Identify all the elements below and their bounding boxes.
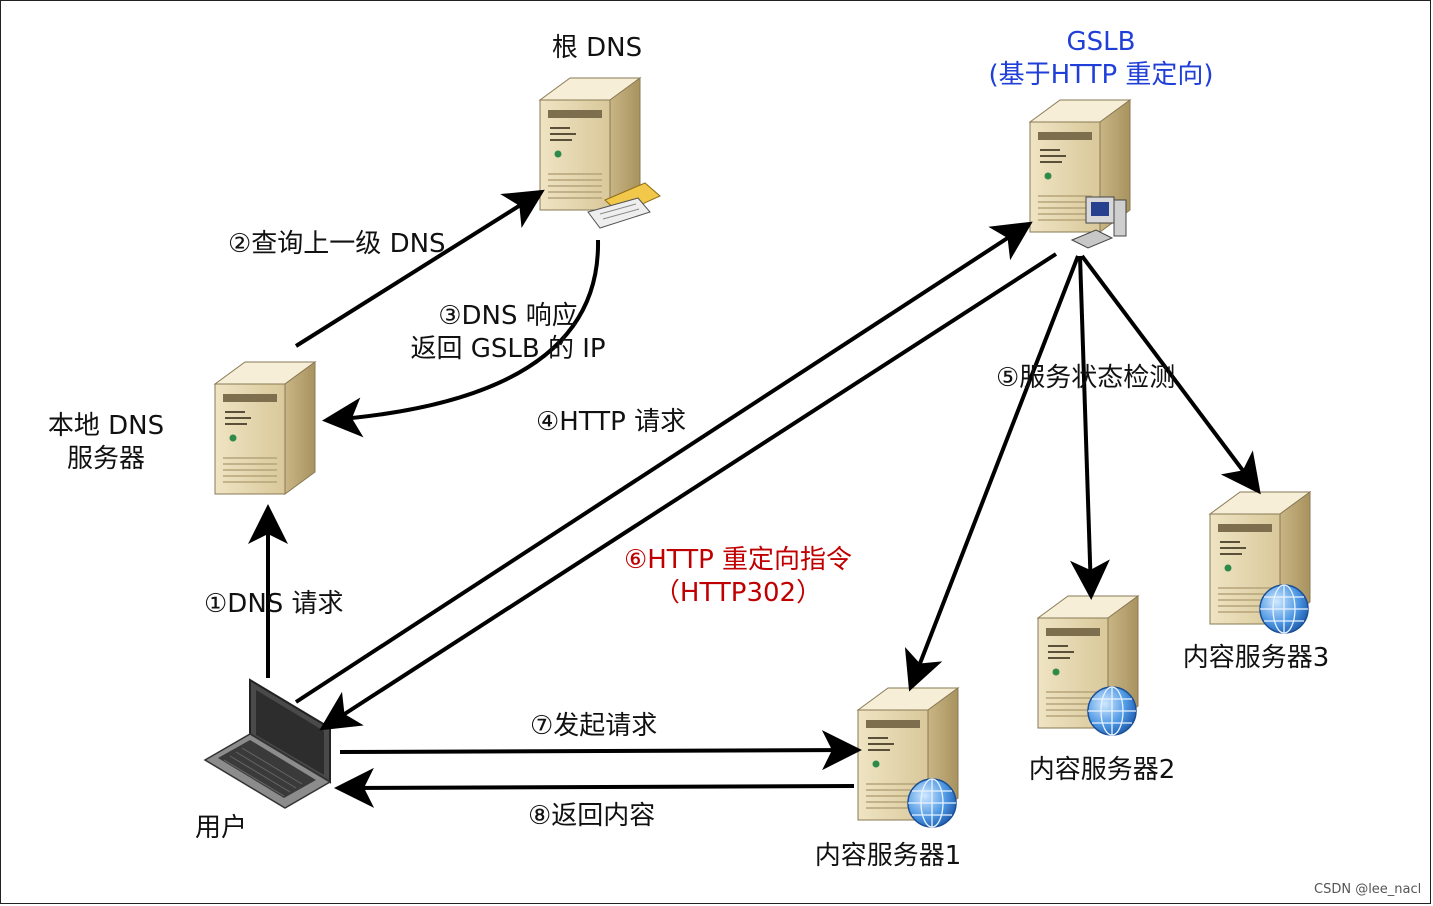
step-1-label: ①DNS 请求: [204, 589, 344, 619]
root-dns-server-icon: [539, 77, 641, 211]
step-7-label: ⑦发起请求: [530, 711, 658, 741]
arrow-http-redirect: [319, 252, 1058, 731]
content-server-2-label: 内容服务器2: [1028, 755, 1176, 785]
arrow-initiate-request: [339, 730, 862, 771]
root-dns-label: 根 DNS: [551, 33, 643, 63]
arrow-health-check-1: [904, 255, 1080, 692]
step-6-label: ⑥HTTP 重定向指令 （HTTP302）: [624, 544, 852, 609]
globe-icon: [907, 778, 957, 828]
workstation-icon: [1070, 196, 1127, 249]
gslb-label-line1: GSLB: [1066, 27, 1136, 57]
step-5-label: ⑤服务状态检测: [996, 363, 1176, 393]
local-dns-label-line1: 本地 DNS: [47, 411, 165, 441]
step-8-label: ⑧返回内容: [528, 801, 656, 831]
step-3-label: ③DNS 响应 返回 GSLB 的 IP: [410, 300, 605, 365]
step-2-label: ②查询上一级 DNS: [228, 229, 446, 259]
local-dns-label-line2: 服务器: [66, 443, 145, 474]
watermark: CSDN @lee_nacl: [1314, 882, 1422, 897]
fax-tray-icon: [587, 182, 661, 229]
local-dns-label: 本地 DNS 服务器: [48, 410, 164, 475]
arrow-dns-response: [322, 239, 601, 438]
user-label: 用户: [195, 813, 248, 843]
step-6-label-line1: ⑥HTTP 重定向指令: [623, 545, 853, 575]
globe-icon: [1087, 686, 1137, 736]
gslb-label: GSLB (基于HTTP 重定向): [988, 26, 1213, 91]
laptop-icon: [203, 678, 332, 809]
content-server-3-label: 内容服务器3: [1182, 643, 1330, 673]
gslb-label-line2: (基于HTTP 重定向): [988, 59, 1214, 90]
arrow-health-check-3: [1080, 254, 1261, 495]
content-server-1-label: 内容服务器1: [814, 841, 962, 871]
arrow-query-root: [294, 189, 545, 348]
arrow-return-content: [334, 767, 855, 808]
globe-icon: [1259, 584, 1309, 634]
local-dns-server-icon: [214, 361, 316, 495]
step-6-label-line2: （HTTP302）: [653, 577, 823, 608]
step-4-label: ④HTTP 请求: [536, 407, 687, 437]
arrow-http-request: [294, 221, 1033, 704]
step-3-label-line2: 返回 GSLB 的 IP: [410, 333, 606, 364]
step-3-label-line1: ③DNS 响应: [438, 301, 578, 331]
arrow-health-check-2: [1069, 255, 1110, 600]
